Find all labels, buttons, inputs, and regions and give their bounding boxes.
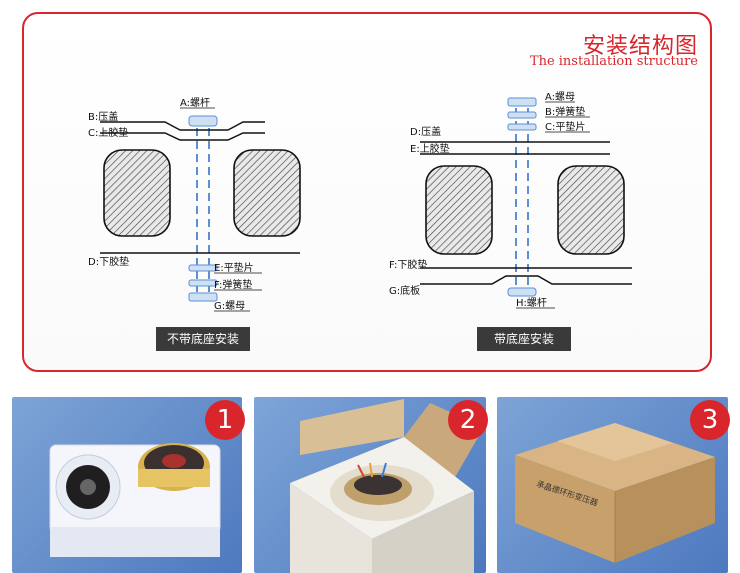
step-2-badge: 2 — [448, 400, 488, 440]
step-3-badge: 3 — [690, 400, 730, 440]
label-c: C:上胶垫 — [88, 126, 128, 139]
right-diagram: A:螺母 B:弹簧垫 C:平垫片 D:压盖 E:上胶垫 F:下胶垫 G:底板 H… — [389, 91, 632, 309]
step-1-photo — [12, 397, 242, 573]
caption-with-base: 带底座安装 — [477, 327, 571, 351]
label-f: F:弹簧垫 — [214, 278, 252, 291]
nut — [188, 292, 218, 302]
core-left-b — [425, 165, 493, 255]
label-h-b: H:螺杆 — [516, 297, 547, 309]
core-left — [103, 149, 171, 237]
label-e-b: E:上胶垫 — [410, 142, 450, 155]
caption-without-base: 不带底座安装 — [156, 327, 250, 351]
label-e: E:平垫片 — [214, 261, 254, 274]
structure-diagrams: A:螺杆 B:压盖 C:上胶垫 D:下胶垫 E:平垫片 F:弹簧垫 G:螺母 — [88, 91, 632, 312]
flat-washer — [188, 264, 218, 272]
bolt-head-bottom — [507, 287, 537, 297]
label-a: A:螺杆 — [180, 97, 210, 109]
label-d-b: D:压盖 — [410, 125, 441, 138]
spring-washer-top — [507, 111, 537, 119]
core-right — [233, 149, 301, 237]
bolt-head — [188, 115, 218, 127]
flat-washer-top — [507, 123, 537, 131]
title-chinese: 安装结构图 — [582, 34, 698, 59]
left-diagram: A:螺杆 B:压盖 C:上胶垫 D:下胶垫 E:平垫片 F:弹簧垫 G:螺母 — [88, 97, 301, 312]
label-d: D:下胶垫 — [88, 255, 129, 268]
title-english: The installation structure — [529, 54, 698, 69]
nut-top — [507, 97, 537, 107]
label-b: B:压盖 — [88, 110, 118, 123]
step-2-photo — [254, 397, 486, 573]
label-f-b: F:下胶垫 — [389, 258, 427, 271]
label-g: G:螺母 — [214, 300, 245, 312]
core-right-b — [557, 165, 625, 255]
label-g-b: G:底板 — [389, 284, 420, 297]
label-c-b: C:平垫片 — [545, 120, 585, 133]
label-b-b: B:弹簧垫 — [545, 105, 585, 118]
spring-washer — [188, 279, 218, 287]
step-1-badge: 1 — [205, 400, 245, 440]
label-a-b: A:螺母 — [545, 91, 575, 103]
step-3-photo: 承晶德环形变压器 — [497, 397, 728, 573]
